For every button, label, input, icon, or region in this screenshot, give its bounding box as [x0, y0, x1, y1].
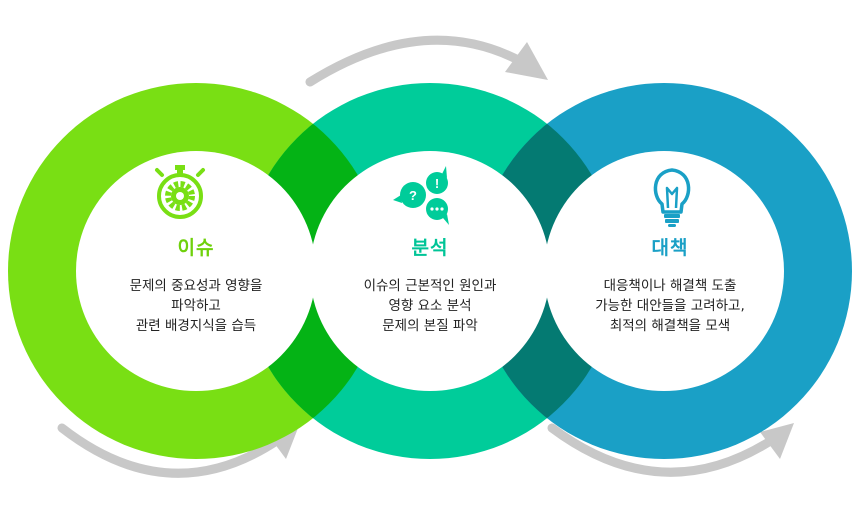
top-arrow-head	[505, 42, 548, 80]
solution-title: 대책	[651, 237, 689, 259]
issue-center	[76, 151, 316, 391]
issue-title: 이슈	[177, 237, 215, 259]
solution-description: 대응책이나 해결책 도출 가능한 대안들을 고려하고, 최적의 해결책을 모색	[595, 278, 745, 334]
bottom-left-flow-arrow	[57, 423, 283, 478]
overlap-issue-analysis	[242, 83, 384, 459]
solution-center	[544, 151, 784, 391]
svg-text:?: ?	[409, 188, 417, 203]
light-bulb-icon	[653, 168, 691, 227]
stopwatch-gear-icon	[155, 165, 205, 219]
bottom-right-arrow-head	[760, 423, 794, 459]
issue-stage: 이슈 문제의 중요성과 영향을 파악하고 관련 배경지식을 습득	[96, 233, 296, 336]
speech-bubbles-icon: ? !	[393, 166, 449, 225]
bottom-right-flow-arrow	[547, 423, 777, 477]
solution-stage: 대책 대응책이나 해결책 도출 가능한 대안들을 고려하고, 최적의 해결책을 …	[560, 233, 780, 336]
analysis-center	[310, 151, 550, 391]
issue-description: 문제의 중요성과 영향을 파악하고 관련 배경지식을 습득	[129, 278, 263, 334]
flow-arrows	[57, 35, 794, 478]
analysis-stage: 분석 이슈의 근본적인 원인과 영향 요소 분석 문제의 본질 파악	[320, 233, 540, 336]
analysis-title: 분석	[411, 237, 449, 259]
analysis-description: 이슈의 근본적인 원인과 영향 요소 분석 문제의 본질 파악	[363, 278, 497, 334]
svg-text:!: !	[435, 176, 439, 191]
overlap-analysis-solution	[476, 83, 618, 459]
top-flow-arrow	[305, 35, 527, 87]
